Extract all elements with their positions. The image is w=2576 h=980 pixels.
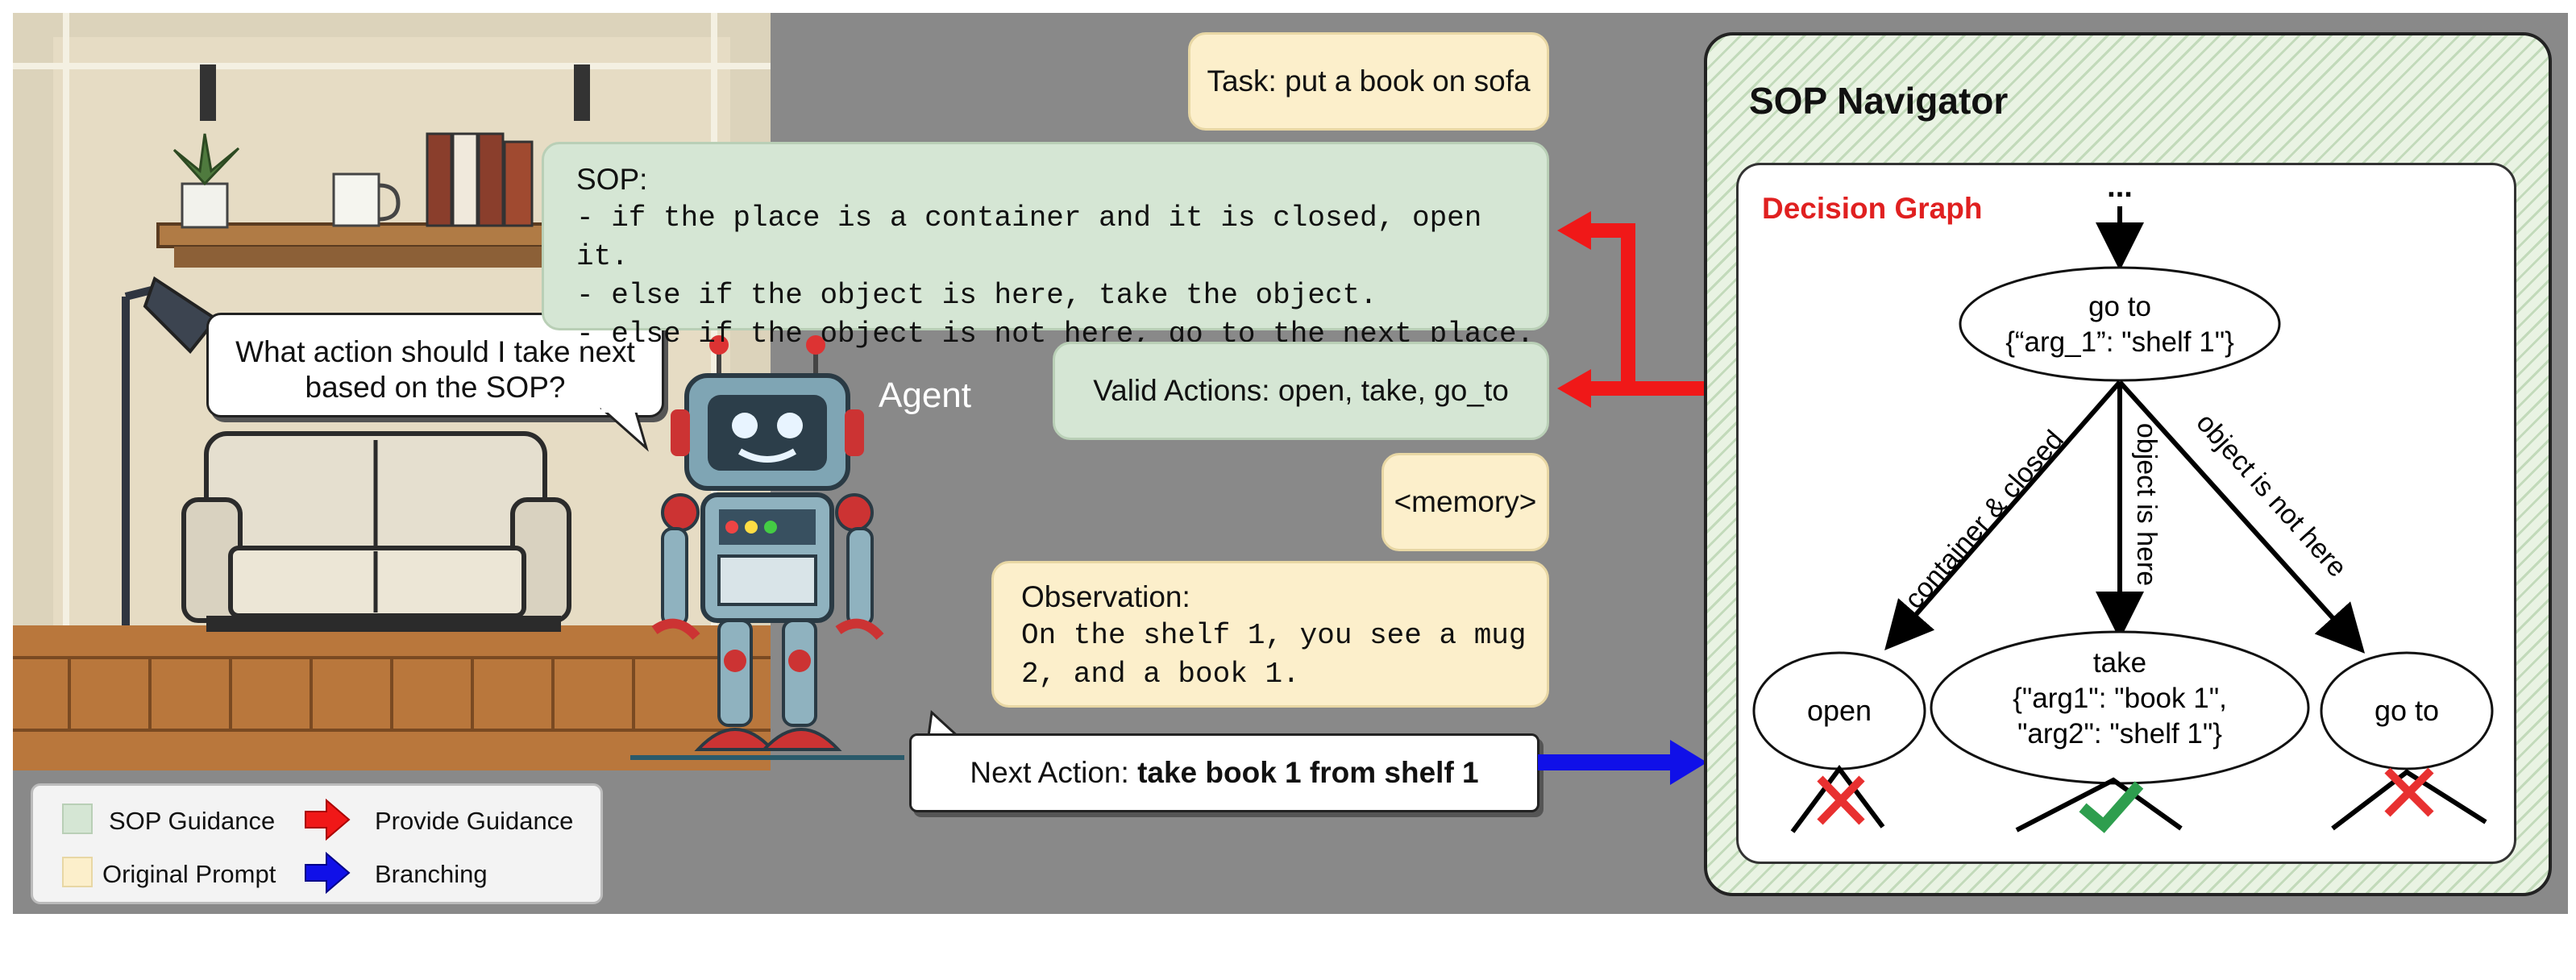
root-node-label-2: {“arg_1”: "shelf 1"} <box>2005 326 2234 358</box>
take-node-label-3: "arg2": "shelf 1"} <box>2017 718 2222 750</box>
go-to-rejected-icon <box>2331 767 2487 831</box>
legend-sop-label: SOP Guidance <box>109 807 276 835</box>
robot-agent-illustration <box>630 335 904 760</box>
open-node-label: open <box>1807 694 1872 727</box>
navigator-title: SOP Navigator <box>1749 80 2009 122</box>
next-action-bubble: Next Action: take book 1 from shelf 1 <box>909 733 1539 812</box>
branching-arrow <box>1538 740 1707 785</box>
sop-rule-2: - else if the object is here, take the o… <box>576 279 1377 312</box>
valid-actions-text: Valid Actions: open, take, go_to <box>1093 374 1509 407</box>
question-line-2: based on the SOP? <box>305 371 566 404</box>
legend-prompt-swatch <box>62 857 93 887</box>
valid-actions-box: Valid Actions: open, take, go_to <box>1053 342 1549 440</box>
root-node <box>1959 266 2281 382</box>
legend-red-arrow-icon <box>305 799 351 841</box>
provide-guidance-arrows <box>1557 211 1706 408</box>
memory-box: <memory> <box>1381 453 1549 551</box>
edge-label-container-closed: container & closed <box>1899 425 2070 615</box>
next-action-value: take book 1 from shelf 1 <box>1137 756 1479 789</box>
edge-label-object-not-here: object is not here <box>2190 408 2353 583</box>
task-box: Task: put a book on sofa <box>1188 32 1549 131</box>
go-to-node <box>2320 651 2494 770</box>
question-bubble-tail <box>600 408 649 452</box>
question-line-1: What action should I take next <box>235 335 635 368</box>
memory-text: <memory> <box>1394 485 1537 518</box>
agent-label: Agent <box>879 376 971 415</box>
legend-prompt-label: Original Prompt <box>102 860 276 888</box>
next-action-prefix: Next Action: <box>970 756 1138 789</box>
observation-line-1: On the shelf 1, you see a mug <box>1021 619 1527 652</box>
open-rejected-icon <box>1790 764 1885 833</box>
edge-to-open <box>1884 380 2122 651</box>
legend-branching-label: Branching <box>375 860 488 888</box>
sop-box: SOP: - if the place is a container and i… <box>542 142 1549 351</box>
legend-guidance-label: Provide Guidance <box>375 807 574 835</box>
take-node-label-1: take <box>2093 647 2146 679</box>
legend: SOP Guidance Original Prompt Provide Gui… <box>31 783 603 904</box>
decision-graph-title: Decision Graph <box>1762 192 1983 225</box>
legend-blue-arrow-icon <box>305 852 351 894</box>
go-to-node-label: go to <box>2374 694 2439 727</box>
observation-line-2: 2, and a book 1. <box>1021 658 1300 691</box>
sop-rule-1: - if the place is a container and it is … <box>576 201 1482 273</box>
legend-sop-swatch <box>62 804 93 834</box>
edge-label-object-here: object is here <box>2131 423 2162 586</box>
take-node-label-2: {"arg1": "book 1", <box>2013 683 2227 714</box>
sop-heading: SOP: <box>576 163 648 196</box>
edge-to-go-to <box>2117 380 2366 654</box>
decision-graph: ... go to {“arg_1”: "shelf 1"} container… <box>1752 170 2494 833</box>
task-text: Task: put a book on sofa <box>1207 64 1531 98</box>
take-accepted-icon <box>2015 777 2183 833</box>
observation-box: Observation: On the shelf 1, you see a m… <box>991 561 1549 708</box>
graph-ellipsis: ... <box>2107 170 2133 204</box>
root-node-label-1: go to <box>2088 291 2151 322</box>
observation-heading: Observation: <box>1021 580 1190 613</box>
